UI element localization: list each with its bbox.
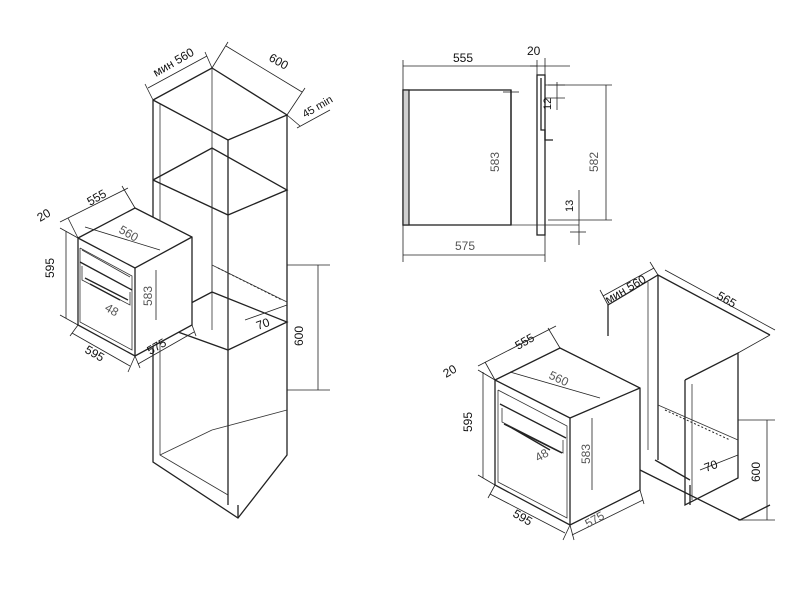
label-right-oven-height: 595: [461, 412, 475, 432]
label-side-bottom-depth: 575: [455, 239, 475, 253]
label-niche-height: 600: [292, 326, 306, 346]
oven-side-view: [402, 58, 612, 262]
oven-right: [477, 325, 645, 541]
label-oven-height: 595: [43, 258, 57, 278]
column-cabinet: [144, 41, 331, 519]
label-right-oven-front-depth: 20: [441, 362, 460, 381]
label-right-oven-inner-height: 583: [579, 444, 593, 464]
label-oven-inner-height: 583: [141, 286, 155, 306]
label-oven-front-depth: 20: [35, 206, 54, 225]
label-side-bottom-offset: 13: [564, 200, 576, 212]
label-side-top-depth: 555: [453, 51, 473, 65]
label-niche-rail: 70: [254, 315, 272, 333]
undercounter-cabinet: [599, 261, 776, 521]
label-side-front-height: 582: [587, 152, 601, 172]
label-oven-inner-depth: 48: [103, 300, 122, 319]
label-side-body-height: 583: [488, 152, 502, 172]
label-side-front-panel: 20: [527, 44, 541, 58]
label-right-oven-width-top: 555: [513, 330, 538, 352]
label-right-niche-rail: 70: [702, 457, 720, 475]
label-right-cabinet-min-width: мин 560: [603, 272, 649, 307]
label-right-oven-inner-depth: 48: [533, 446, 552, 465]
label-oven-width-bottom: 595: [83, 342, 108, 364]
label-oven-width-top: 555: [85, 186, 110, 208]
label-side-panel-offset: 12: [542, 98, 554, 110]
oven-left: [59, 185, 197, 373]
label-right-niche-height: 600: [749, 462, 763, 482]
label-cabinet-depth: 600: [267, 50, 292, 72]
label-right-oven-width-bottom: 595: [511, 506, 536, 528]
